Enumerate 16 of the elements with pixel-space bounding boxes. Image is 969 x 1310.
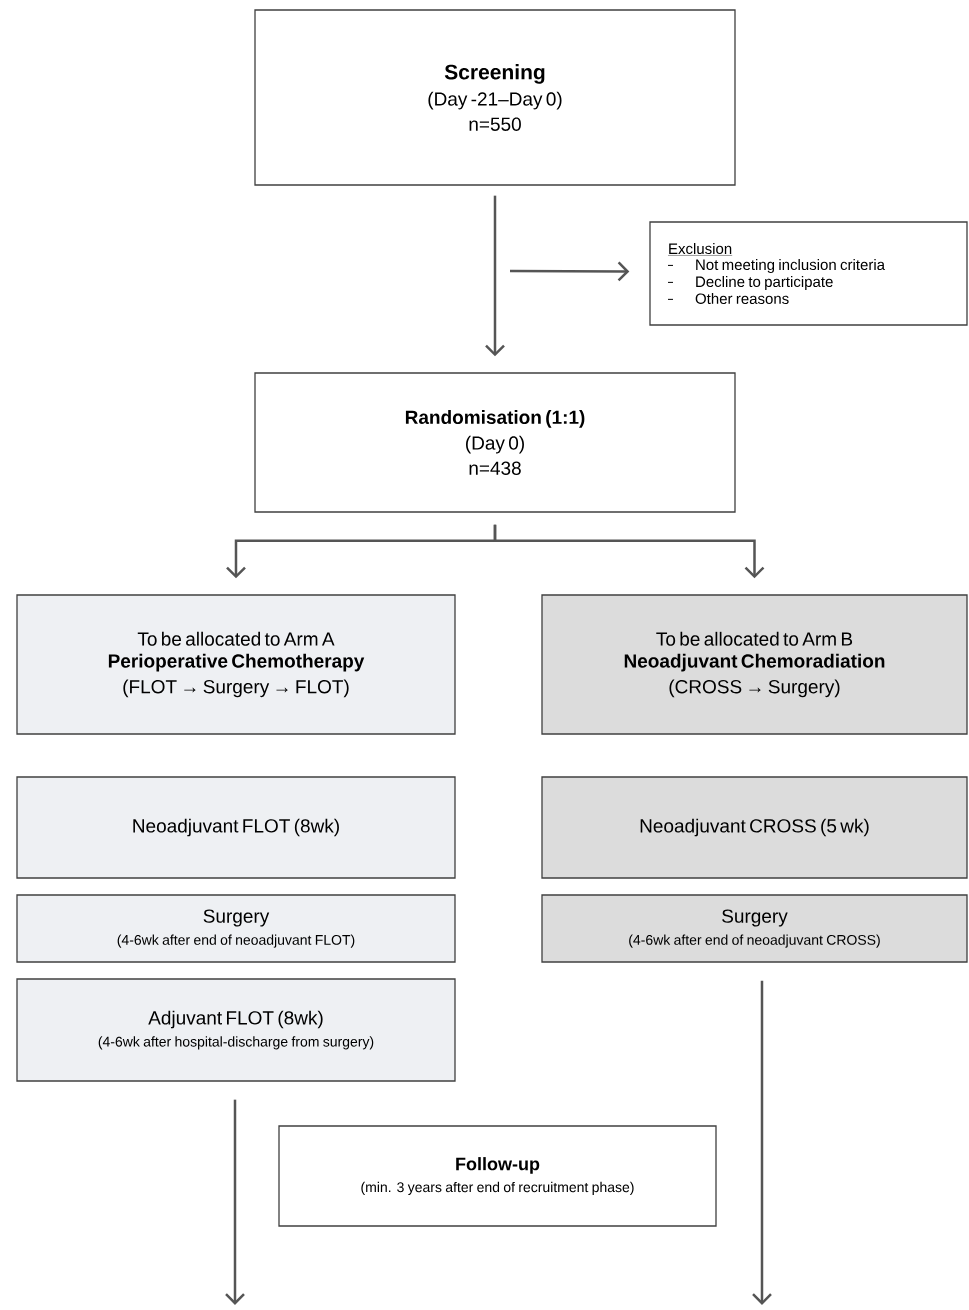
treatment-box: Adjuvant FLOT (8wk) (4-6wk after hospital-discharge from surgery) [16,978,456,1082]
arm-box: To be allocated to Arm A Perioperative Chemotherapy (FLOT → Surgery → FLOT) [16,594,456,735]
process-box: Randomisation (1:1) (Day 0) n=438 [254,372,736,513]
treatment-box: Neoadjuvant CROSS (5 wk) [541,776,968,879]
arrow [485,195,505,357]
arm-box: To be allocated to Arm B Neoadjuvant Chemoradiation (CROSS → Surgery) [541,594,968,735]
arrow [493,524,765,579]
treatment-box: Surgery (4-6wk after end of neoadjuvant FLOT) [16,894,456,963]
process-box: Screening (Day -21–Day 0) n=550 [254,9,736,186]
follow-up-box: Follow-up (min. 3 years after end of recruitment phase) [278,1125,717,1227]
exclusion-box: Exclusion Not meeting inclusion criteria Decline to participate Other reasons [649,221,968,326]
treatment-box: Neoadjuvant FLOT (8wk) [16,776,456,879]
arrow [752,980,772,1305]
arrow [225,1099,245,1305]
treatment-box: Surgery (4-6wk after end of neoadjuvant CROSS) [541,894,968,963]
arrow [510,261,630,282]
